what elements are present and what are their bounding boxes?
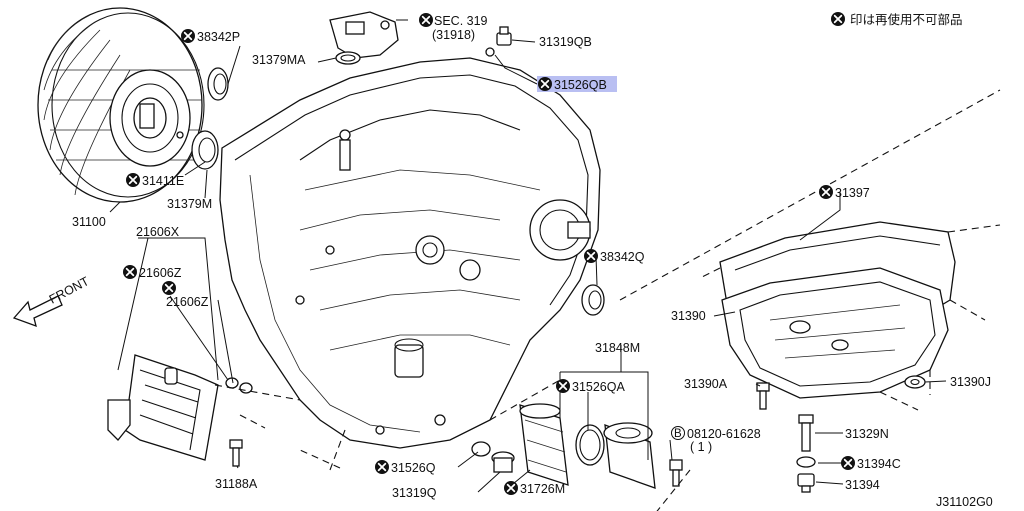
front-label: FRONT	[47, 274, 92, 307]
drawing-id: J31102G0	[936, 495, 993, 509]
label-31390A: 31390A	[684, 377, 728, 391]
svg-text:B: B	[674, 428, 682, 440]
label-31319QB: 31319QB	[539, 35, 592, 49]
magnet-31329N-drawing	[798, 414, 814, 452]
non-reusable-icon	[503, 480, 519, 496]
oil-seal-38342Q-drawing	[581, 284, 605, 316]
label-31188A: 31188A	[215, 477, 258, 491]
label-sec-319: SEC. 319	[434, 14, 488, 28]
plug-31319Q-drawing	[491, 451, 515, 473]
label-31726M: 31726M	[520, 482, 565, 496]
assembly-dashed-lines	[214, 89, 1001, 511]
sensor-drawing	[329, 11, 399, 59]
drain-plug-31394-drawing	[797, 473, 815, 493]
clip-31390J-drawing	[904, 375, 926, 389]
label-31319Q: 31319Q	[392, 486, 437, 500]
non-reusable-icon	[125, 172, 141, 188]
label-31394C: 31394C	[857, 457, 901, 471]
filter-element-drawing	[519, 403, 569, 486]
o-ring-31526Q-drawing	[471, 441, 491, 457]
label-38342Q: 38342Q	[600, 250, 645, 264]
o-ring-31526QA-drawing	[575, 424, 605, 466]
non-reusable-icon	[537, 76, 553, 92]
oil-seal-31379M-drawing	[191, 130, 219, 170]
oil-pan-drawing	[721, 267, 949, 399]
label-sec-319-sub: (31918)	[432, 28, 475, 42]
washer-31394C-drawing	[796, 456, 816, 468]
label-21606Z-a: 21606Z	[139, 266, 182, 280]
bolt-ref-badge: B	[671, 426, 685, 440]
non-reusable-icon	[374, 459, 390, 475]
label-31379MA: 31379MA	[252, 53, 306, 67]
torque-converter-drawing	[37, 7, 205, 203]
label-38342P: 38342P	[197, 30, 240, 44]
transmission-case-drawing	[219, 47, 601, 449]
label-31390J: 31390J	[950, 375, 991, 389]
label-31394: 31394	[845, 478, 880, 492]
non-reusable-icon	[818, 184, 834, 200]
label-31411E: 31411E	[142, 174, 184, 188]
non-reusable-icon	[830, 11, 846, 27]
non-reusable-icon	[180, 28, 196, 44]
bolt-08120-drawing	[669, 459, 683, 487]
label-08120-61628: 08120-61628	[687, 427, 761, 441]
front-arrow: FRONT	[12, 274, 92, 328]
label-08120-qty: ( 1 )	[690, 440, 712, 454]
label-31526QA: 31526QA	[572, 380, 625, 394]
non-reusable-icon	[555, 378, 571, 394]
label-31848M: 31848M	[595, 341, 640, 355]
label-31526Q: 31526Q	[391, 461, 436, 475]
oil-seal-38342P-drawing	[207, 67, 229, 101]
o-ring-31379MA-drawing	[335, 51, 361, 65]
legend-text: 印は再使用不可部品	[850, 12, 963, 27]
label-31379M: 31379M	[167, 197, 212, 211]
bolt-31390A-drawing	[756, 382, 770, 410]
legend: 印は再使用不可部品	[830, 11, 963, 27]
label-21606X: 21606X	[136, 225, 180, 239]
label-31329N: 31329N	[845, 427, 889, 441]
bolt-31188A-drawing	[229, 439, 243, 467]
plug-31319QB-drawing	[496, 26, 512, 46]
oil-cooler-drawing	[107, 354, 219, 461]
non-reusable-icon	[122, 264, 138, 280]
label-31526QB: 31526QB	[554, 78, 607, 92]
non-reusable-icon	[161, 280, 177, 296]
highlight-31526QB	[537, 76, 617, 92]
filter-cover-drawing	[603, 422, 656, 489]
non-reusable-icon	[418, 12, 434, 28]
label-31390: 31390	[671, 309, 706, 323]
label-31397: 31397	[835, 186, 870, 200]
non-reusable-icon	[583, 248, 599, 264]
label-31100: 31100	[72, 215, 106, 229]
leader-lines	[109, 19, 947, 493]
o-rings-21606Z-drawing	[225, 377, 253, 394]
label-21606Z-b: 21606Z	[166, 295, 209, 309]
part-labels: 31100 38342P 31411E 31379M 31379MA SEC. …	[72, 12, 991, 500]
non-reusable-icon	[840, 455, 856, 471]
